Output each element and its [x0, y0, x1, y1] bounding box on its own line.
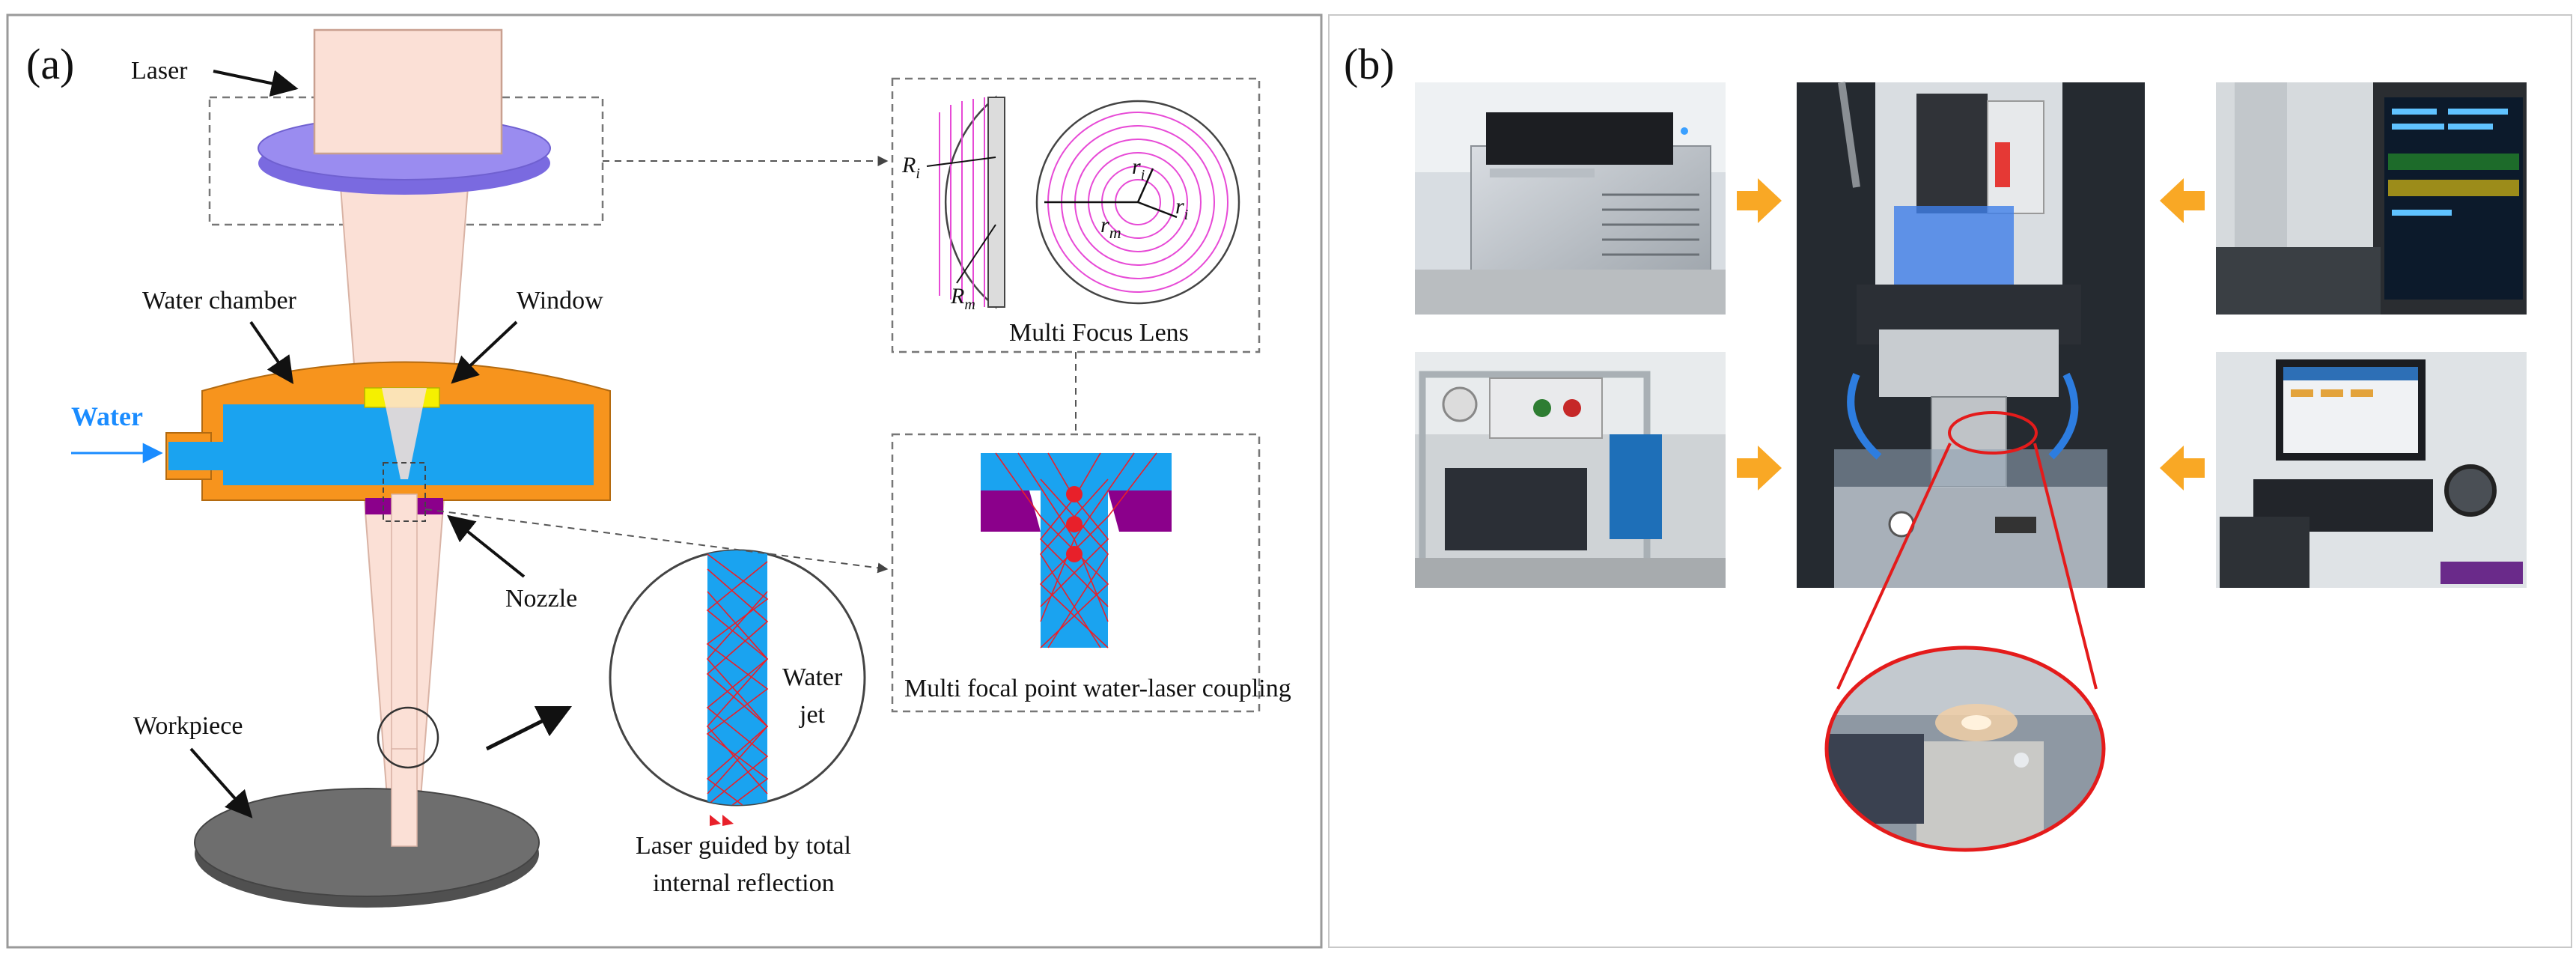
photo-machine — [1797, 82, 2145, 588]
photo-control-monitor — [2216, 82, 2527, 315]
inlet-water — [168, 442, 228, 470]
arrow-laser-to-machine — [1737, 178, 1782, 223]
laser-beam — [313, 28, 503, 155]
sym-R-i: Ri — [901, 153, 920, 182]
nozzle-pointer — [447, 514, 526, 578]
water-jet-label-2: jet — [799, 701, 826, 729]
arrow-pc-to-machine — [2160, 446, 2205, 490]
workpiece-label: Workpiece — [133, 712, 243, 740]
window-label: Window — [517, 287, 603, 315]
panel-a-label: (a) — [26, 40, 74, 88]
sym-r-m: rm — [1100, 213, 1121, 242]
panel-b-label: (b) — [1344, 40, 1395, 88]
zoom-line-right — [2033, 443, 2098, 690]
chamber-pointer — [249, 321, 294, 384]
multi-focus-lens-label: Multi Focus Lens — [1009, 319, 1189, 347]
nozzle-label: Nozzle — [505, 585, 577, 613]
nozzle-zoom-box — [383, 462, 426, 522]
tir-rays — [706, 553, 769, 805]
coupling-diagram — [981, 452, 1172, 648]
arrow-monitor-to-machine — [2160, 178, 2205, 223]
workpiece-pointer — [189, 747, 253, 818]
laser-pointer — [213, 70, 299, 97]
sym-R-m: Rm — [950, 284, 975, 313]
panel-b: (b) — [1328, 14, 2572, 948]
water-label: Water — [71, 401, 143, 431]
jet-detail-arrow — [485, 705, 573, 751]
nozzle-right — [417, 498, 443, 514]
workpiece — [194, 788, 540, 897]
coupling-label: Multi focal point water-laser coupling — [904, 675, 1291, 702]
sym-r-i-top: ri — [1132, 154, 1145, 183]
photo-laser-source — [1415, 82, 1726, 315]
zoom-line-left — [1836, 443, 1952, 690]
zoom-photo — [1827, 648, 2104, 850]
jet-detail-circle — [377, 706, 439, 769]
machine-zoom-marker — [1948, 411, 2038, 455]
water-chamber-label: Water chamber — [142, 287, 297, 315]
tir-label-1: Laser guided by total — [636, 832, 851, 860]
arrow-pump-to-machine — [1737, 446, 1782, 490]
tir-label-2: internal reflection — [653, 869, 835, 897]
lens-top-view: rm ri ri — [1035, 100, 1240, 305]
nozzle-connector — [424, 508, 889, 574]
sym-r-i-right: ri — [1175, 194, 1188, 223]
zoom-ellipse — [1824, 645, 2106, 852]
jet-on-workpiece — [391, 748, 418, 847]
window-pointer — [451, 321, 518, 384]
orange-arrows — [1737, 178, 2205, 490]
laser-label: Laser — [131, 57, 188, 85]
water-jet-label-1: Water — [782, 663, 843, 691]
nozzle-left — [365, 498, 392, 514]
panel-a: (a) Laser Water chamber Window Water — [6, 13, 1323, 949]
jet-zoom-water — [707, 550, 767, 805]
photo-water-pump — [1415, 352, 1726, 588]
lens-half-section: Ri Rm — [901, 95, 1005, 313]
photo-computer — [2216, 352, 2527, 588]
beam-focus — [382, 388, 427, 479]
